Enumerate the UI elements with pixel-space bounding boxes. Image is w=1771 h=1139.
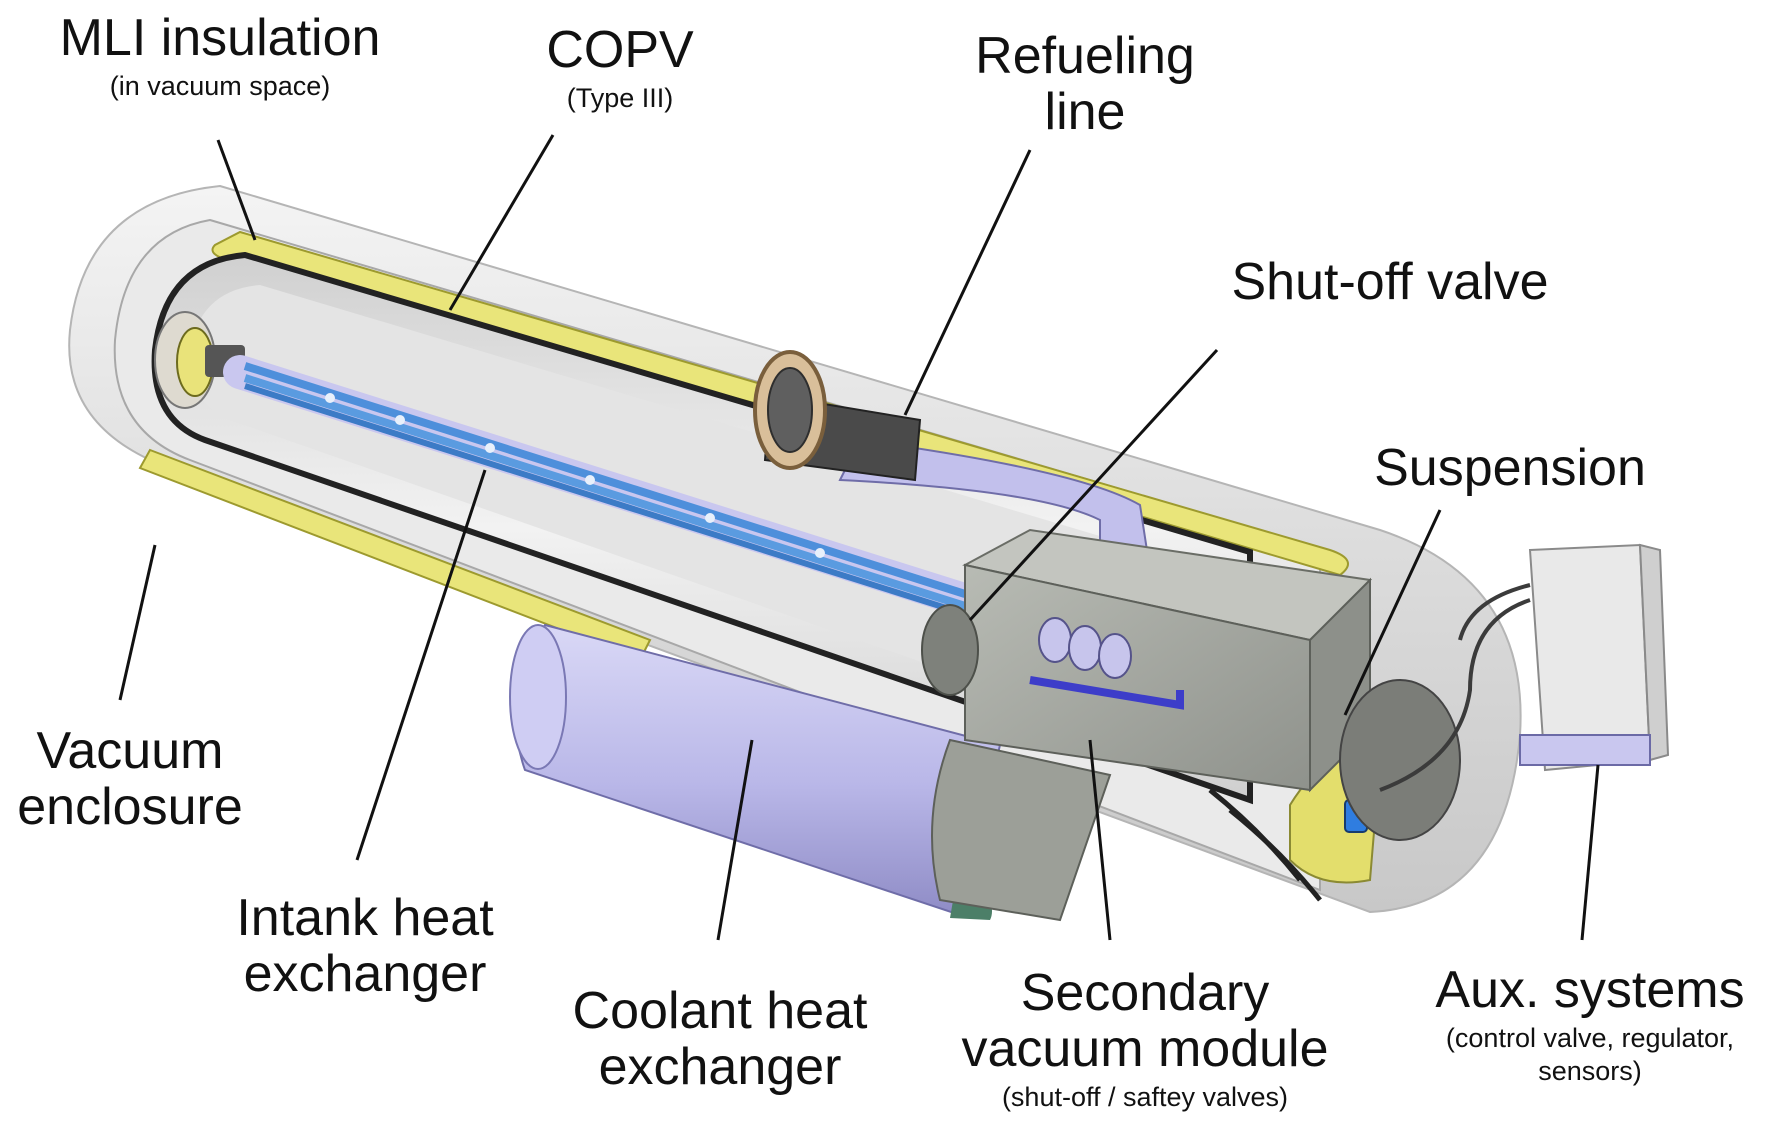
secondary-vacuum-module [921, 528, 1373, 922]
suspension [1208, 679, 1461, 902]
label-aux-systems: Aux. systems (control valve, regulator, … [1415, 962, 1765, 1087]
intank-heat-exchanger [223, 355, 987, 619]
leader-shutoff [968, 348, 1219, 622]
leader-aux [1580, 764, 1600, 941]
label-copv: COPV (Type III) [520, 22, 720, 115]
label-coolant-heat-exchanger: Coolant heat exchanger [560, 983, 880, 1095]
leader-copv [448, 134, 555, 311]
label-coolant-line1: Coolant heat [572, 982, 868, 1040]
leader-suspension [1343, 509, 1442, 716]
leader-refueling [903, 149, 1032, 416]
label-secondary-vacuum-module: Secondary vacuum module (shut-off / saft… [935, 965, 1355, 1114]
label-shutoff-title: Shut-off valve [1231, 253, 1549, 311]
label-aux-title: Aux. systems [1435, 961, 1745, 1019]
label-vacuum-enclosure: Vacuum enclosure [5, 723, 255, 835]
label-refueling-line: Refueling line [940, 28, 1230, 140]
end-fitting [154, 311, 245, 409]
label-secondary-line1: Secondary [1020, 964, 1270, 1022]
label-secondary-subtitle: (shut-off / saftey valves) [1001, 1082, 1289, 1113]
label-mli-title: MLI insulation [59, 9, 381, 67]
label-intank-line2: exchanger [243, 945, 487, 1004]
label-aux-subtitle-1: (control valve, regulator, [1445, 1023, 1735, 1054]
leader-mli [216, 139, 257, 241]
label-suspension-title: Suspension [1374, 439, 1646, 497]
label-secondary-line2: vacuum module [961, 1020, 1329, 1079]
leader-intank [355, 469, 487, 861]
label-copv-title: COPV [546, 21, 694, 79]
label-vacuum-line1: Vacuum [36, 722, 224, 780]
label-intank-line1: Intank heat [236, 889, 494, 947]
leader-coolant [716, 739, 754, 941]
label-mli-subtitle: (in vacuum space) [109, 71, 331, 102]
aux-systems-unit [1379, 543, 1670, 792]
leader-vacuum [118, 544, 157, 701]
label-suspension: Suspension [1350, 440, 1670, 496]
label-refueling-line2: line [1044, 83, 1126, 142]
label-shutoff-valve: Shut-off valve [1205, 254, 1575, 310]
label-vacuum-line2: enclosure [17, 778, 243, 837]
label-aux-subtitle-2: sensors) [1538, 1055, 1642, 1086]
label-copv-subtitle: (Type III) [566, 83, 674, 114]
label-refueling-line1: Refueling [975, 27, 1195, 85]
label-intank-heat-exchanger: Intank heat exchanger [215, 890, 515, 1002]
leader-lines [118, 134, 1600, 941]
refueling-line [753, 350, 1152, 571]
label-coolant-line2: exchanger [598, 1038, 842, 1097]
leader-secondary [1088, 739, 1112, 941]
label-mli-insulation: MLI insulation (in vacuum space) [30, 10, 410, 103]
